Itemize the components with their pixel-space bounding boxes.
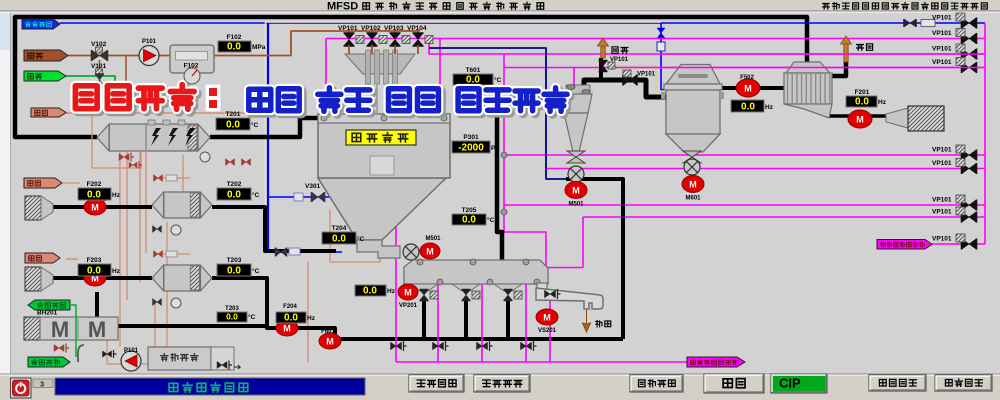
svg-text:F102: F102	[184, 63, 199, 70]
svg-text:F601: F601	[321, 329, 335, 335]
svg-text:M: M	[426, 247, 434, 257]
svg-text:0.0: 0.0	[332, 234, 346, 245]
svg-text:VP101: VP101	[637, 72, 656, 78]
svg-text:°C: °C	[248, 313, 256, 321]
svg-text:P101: P101	[142, 39, 157, 45]
svg-text:M: M	[543, 313, 551, 323]
svg-text:V301: V301	[305, 183, 321, 190]
svg-text:M501: M501	[568, 202, 584, 208]
svg-text:0.0: 0.0	[226, 120, 240, 131]
svg-text:VP101: VP101	[338, 25, 358, 32]
svg-text:M: M	[51, 317, 69, 342]
svg-text:Hz: Hz	[307, 315, 316, 322]
svg-text:T203: T203	[227, 257, 242, 264]
svg-text:VP102: VP102	[361, 25, 381, 32]
svg-text:M: M	[404, 288, 412, 298]
svg-text:0.0: 0.0	[227, 266, 241, 277]
svg-text:VP104: VP104	[407, 25, 427, 32]
svg-text:V101: V101	[91, 63, 107, 70]
svg-text:P301: P301	[463, 134, 479, 141]
svg-text:-2000: -2000	[458, 143, 484, 154]
svg-text:CIP: CIP	[779, 376, 801, 391]
svg-text:°C: °C	[357, 235, 365, 243]
svg-text:°C: °C	[251, 121, 259, 129]
svg-text:F201: F201	[855, 89, 870, 96]
svg-text:M: M	[326, 337, 334, 347]
svg-text:F204: F204	[283, 304, 297, 310]
svg-text:VP101: VP101	[932, 197, 952, 204]
svg-text:VP101: VP101	[932, 160, 952, 167]
svg-text:V102: V102	[91, 41, 107, 48]
svg-text:VP101: VP101	[932, 30, 952, 37]
svg-text:T201: T201	[226, 111, 241, 118]
svg-text:Pa: Pa	[491, 145, 499, 152]
svg-text:T202: T202	[227, 181, 242, 188]
svg-text:0.0: 0.0	[87, 190, 101, 201]
svg-text:°C: °C	[252, 191, 260, 199]
svg-text:M: M	[91, 274, 99, 284]
svg-text:0.0: 0.0	[855, 97, 869, 108]
svg-text:M: M	[744, 84, 752, 94]
svg-text:Hz: Hz	[112, 192, 121, 199]
svg-text:°C: °C	[252, 267, 260, 275]
svg-text:0.0: 0.0	[226, 312, 238, 322]
svg-text:°C: °C	[487, 216, 495, 224]
svg-text:VP101: VP101	[932, 147, 952, 154]
svg-text:0.0: 0.0	[227, 42, 241, 53]
svg-text:M: M	[689, 180, 697, 190]
svg-text:VS201: VS201	[538, 328, 557, 334]
svg-text:MFSD: MFSD	[327, 1, 358, 13]
svg-text:VP101: VP101	[932, 15, 952, 22]
svg-text:3: 3	[40, 379, 44, 388]
svg-text:F102: F102	[227, 34, 242, 41]
svg-text:M: M	[572, 186, 580, 196]
svg-text:VP101: VP101	[610, 57, 629, 63]
svg-text:0.0: 0.0	[227, 190, 241, 201]
svg-text:Hz: Hz	[765, 104, 774, 111]
svg-text:0.0: 0.0	[87, 266, 101, 277]
svg-text:M501: M501	[425, 236, 441, 242]
svg-text:BH201: BH201	[37, 309, 58, 316]
svg-text:VP101: VP101	[932, 236, 952, 243]
svg-text:F502: F502	[740, 75, 754, 81]
svg-text:0.0: 0.0	[462, 215, 476, 226]
svg-text:MPa: MPa	[252, 44, 266, 51]
svg-text:VP101: VP101	[932, 59, 952, 66]
svg-text:VP103: VP103	[384, 25, 404, 32]
svg-text:0.0: 0.0	[284, 313, 298, 324]
svg-text:T204: T204	[332, 225, 347, 232]
svg-text:M: M	[856, 115, 864, 125]
svg-text:0.0: 0.0	[741, 102, 755, 113]
svg-text:F202: F202	[87, 181, 102, 188]
svg-text:VP101: VP101	[932, 209, 952, 216]
svg-text:Hz: Hz	[878, 99, 887, 106]
svg-text:°C: °C	[494, 76, 502, 84]
svg-text:F203: F203	[87, 257, 102, 264]
svg-text:0.0: 0.0	[466, 75, 480, 86]
svg-text:M: M	[91, 203, 99, 213]
svg-text:M: M	[88, 317, 106, 342]
svg-text:M601: M601	[685, 196, 701, 202]
svg-text:T203: T203	[225, 306, 239, 312]
svg-text:VP201: VP201	[399, 303, 418, 309]
svg-text:VP101: VP101	[932, 46, 952, 53]
svg-text:M: M	[283, 324, 291, 334]
svg-text:T601: T601	[466, 67, 481, 74]
svg-text:0.0: 0.0	[363, 286, 377, 297]
svg-text:Hz: Hz	[387, 288, 396, 295]
svg-text:T205: T205	[462, 207, 477, 214]
svg-text:Hz: Hz	[112, 268, 121, 275]
svg-text:P101: P101	[124, 348, 139, 354]
